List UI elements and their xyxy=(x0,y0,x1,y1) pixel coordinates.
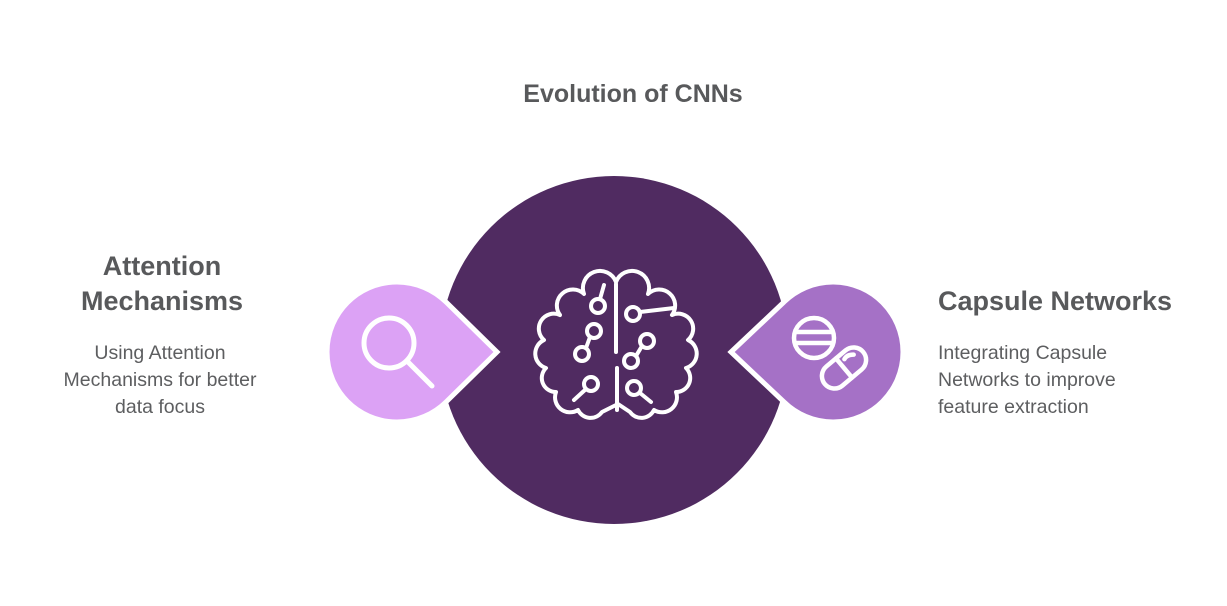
left-node-description: Using Attention Mechanisms for better da… xyxy=(63,342,257,418)
right-node-description: Integrating Capsule Networks to improve … xyxy=(938,342,1116,418)
pills-icon xyxy=(791,315,869,391)
right-node-heading: Capsule Networks xyxy=(938,286,1173,316)
left-node-heading: Attention Mechanisms xyxy=(80,251,244,316)
brain-circuit-icon xyxy=(533,268,699,420)
right-pin xyxy=(727,279,906,425)
page-title: Evolution of CNNs xyxy=(523,80,743,108)
magnifier-icon xyxy=(361,315,435,389)
